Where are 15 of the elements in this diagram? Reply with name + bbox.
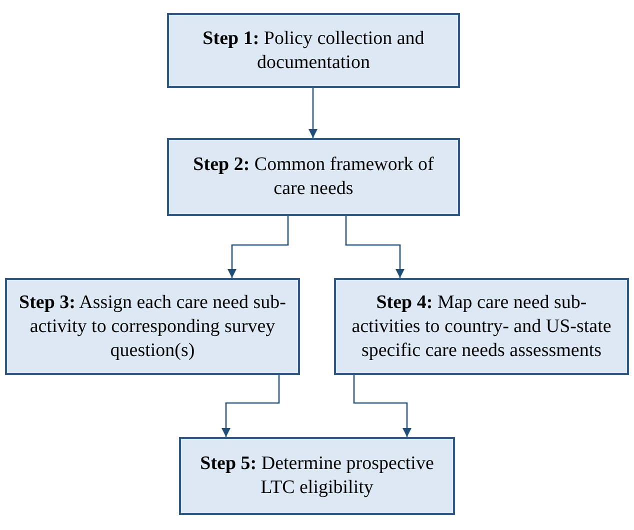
arrow xyxy=(353,375,412,437)
step-text: Step 1: Policy collection and documentation xyxy=(202,26,426,74)
process-box xyxy=(167,13,460,88)
step-text: Step 3: Assign each care need sub-activity to corresponding survey question(s) xyxy=(18,290,287,362)
arrow xyxy=(227,216,289,278)
step-text: Step 4: Map care need sub-activities to country- and US-state specific care needs assessments xyxy=(350,290,612,362)
process-box xyxy=(334,278,629,375)
arrow xyxy=(221,375,280,437)
step-text: Step 2: Common framework of care needs xyxy=(192,153,435,201)
process-box xyxy=(167,138,460,216)
arrow xyxy=(308,88,318,138)
process-box xyxy=(5,278,300,375)
arrow xyxy=(345,216,405,278)
step-text: Step 5: Determine prospective LTC eligibility xyxy=(199,452,435,500)
process-box xyxy=(179,437,455,515)
